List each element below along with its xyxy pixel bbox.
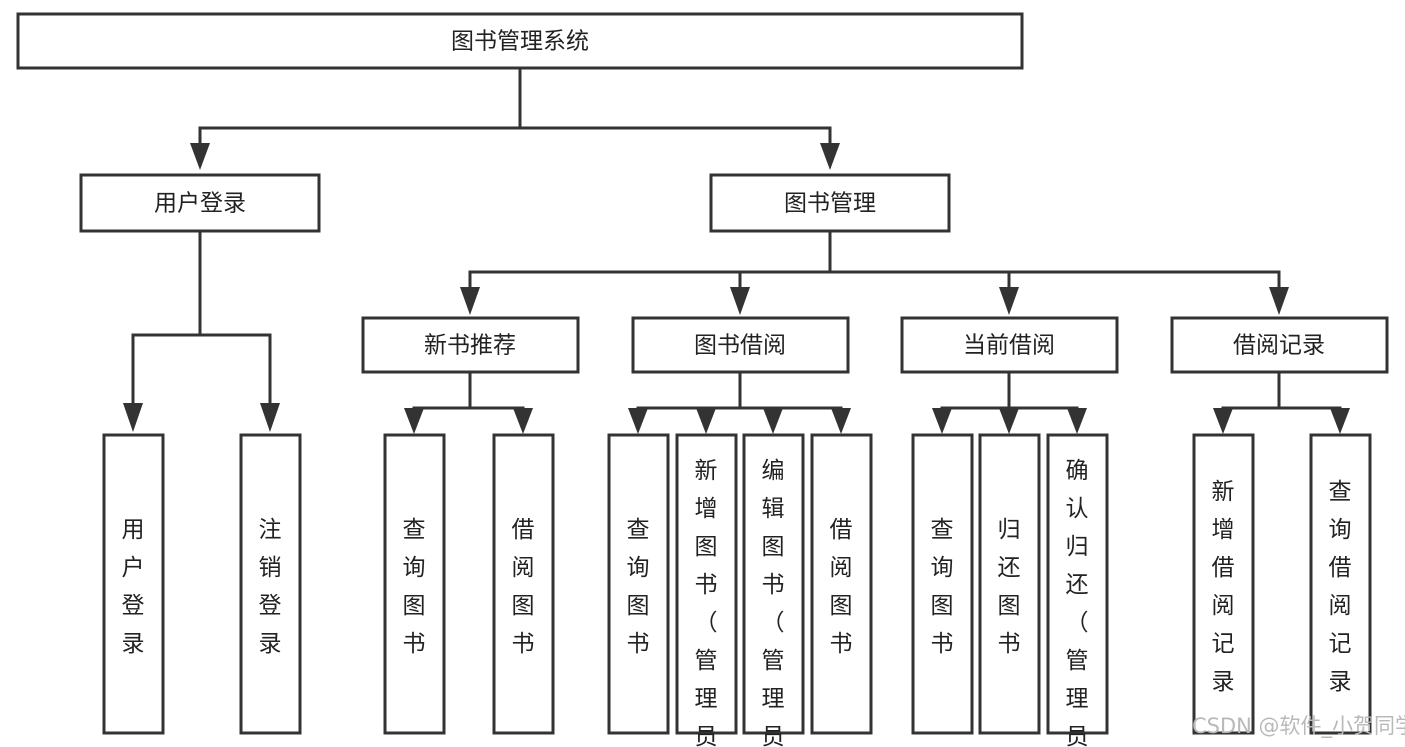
node-label-leaf-6: 新增图书（管理员） <box>695 458 718 747</box>
arrow-current-to-leaf10 <box>999 408 1019 434</box>
node-leaf-7[interactable]: 编辑图书（管理员） <box>742 433 805 747</box>
node-leaf-11[interactable]: 确认归还（管理员） <box>1046 433 1109 747</box>
arrow-bookmgmt-to-newbook <box>460 287 480 315</box>
node-box-leaf-2[interactable] <box>239 433 302 735</box>
node-current[interactable]: 当前借阅 <box>900 316 1119 374</box>
node-box-leaf-10[interactable] <box>978 433 1041 735</box>
node-label-leaf-8: 借阅图书 <box>830 517 853 657</box>
node-box-newbook[interactable] <box>361 316 580 374</box>
arrow-borrow-to-leaf5 <box>628 408 648 434</box>
node-box-leaf-13[interactable] <box>1309 433 1372 735</box>
node-borrow[interactable]: 图书借阅 <box>631 316 850 374</box>
node-box-borrow[interactable] <box>631 316 850 374</box>
node-box-leaf-6[interactable] <box>675 433 738 735</box>
node-box-root[interactable] <box>16 12 1024 70</box>
node-label-bookmgmt: 图书管理 <box>784 191 876 217</box>
arrow-root-to-login <box>190 143 210 170</box>
node-box-leaf-9[interactable] <box>911 433 974 735</box>
arrow-records-to-leaf12 <box>1213 408 1233 434</box>
node-box-leaf-5[interactable] <box>607 433 670 735</box>
arrow-borrow-to-leaf8 <box>831 408 851 434</box>
arrow-bookmgmt-to-borrow <box>730 287 750 315</box>
node-box-current[interactable] <box>900 316 1119 374</box>
node-label-leaf-3: 查询图书 <box>403 517 426 657</box>
node-box-leaf-12[interactable] <box>1192 433 1255 735</box>
node-label-leaf-4: 借阅图书 <box>512 517 535 657</box>
node-leaf-4[interactable]: 借阅图书 <box>492 433 555 735</box>
node-label-leaf-10: 归还图书 <box>998 517 1021 657</box>
arrow-login-to-leaf2 <box>260 403 280 432</box>
arrow-borrow-to-leaf7 <box>763 408 783 434</box>
node-label-records: 借阅记录 <box>1233 333 1325 359</box>
node-leaf-13[interactable]: 查询借阅记录 <box>1309 433 1372 735</box>
arrow-bookmgmt-to-current <box>999 287 1019 315</box>
node-records[interactable]: 借阅记录 <box>1170 316 1389 374</box>
node-label-leaf-12: 新增借阅记录 <box>1212 479 1235 695</box>
node-label-leaf-1: 用户登录 <box>122 517 145 657</box>
node-box-login[interactable] <box>79 173 321 233</box>
node-box-leaf-8[interactable] <box>810 433 873 735</box>
arrow-newbook-to-leaf4 <box>513 408 533 434</box>
node-label-borrow: 图书借阅 <box>694 333 786 359</box>
node-box-leaf-7[interactable] <box>742 433 805 735</box>
node-box-leaf-4[interactable] <box>492 433 555 735</box>
node-leaf-3[interactable]: 查询图书 <box>383 433 446 735</box>
node-box-leaf-11[interactable] <box>1046 433 1109 735</box>
node-leaf-2[interactable]: 注销登录 <box>239 433 302 735</box>
node-label-newbook: 新书推荐 <box>424 333 516 359</box>
node-bookmgmt[interactable]: 图书管理 <box>709 173 951 233</box>
node-box-records[interactable] <box>1170 316 1389 374</box>
arrow-root-to-bookmgmt <box>820 143 840 170</box>
node-leaf-8[interactable]: 借阅图书 <box>810 433 873 735</box>
edge-layer <box>123 66 1350 434</box>
node-leaf-5[interactable]: 查询图书 <box>607 433 670 735</box>
arrow-login-to-leaf1 <box>123 403 143 432</box>
node-newbook[interactable]: 新书推荐 <box>361 316 580 374</box>
node-leaf-12[interactable]: 新增借阅记录 <box>1192 433 1255 735</box>
node-label-leaf-13: 查询借阅记录 <box>1329 479 1352 695</box>
node-box-leaf-3[interactable] <box>383 433 446 735</box>
node-label-leaf-2: 注销登录 <box>259 517 282 657</box>
node-box-bookmgmt[interactable] <box>709 173 951 233</box>
node-label-leaf-5: 查询图书 <box>627 517 650 657</box>
node-label-leaf-7: 编辑图书（管理员） <box>762 458 785 747</box>
node-box-leaf-1[interactable] <box>102 433 165 735</box>
node-root[interactable]: 图书管理系统 <box>16 12 1024 70</box>
arrow-records-to-leaf13 <box>1330 408 1350 434</box>
arrow-current-to-leaf9 <box>932 408 952 434</box>
node-label-leaf-9: 查询图书 <box>931 517 954 657</box>
watermark-label: CSDN @软件_小贺同学 <box>1192 714 1405 739</box>
node-label-root: 图书管理系统 <box>451 29 589 55</box>
node-label-login: 用户登录 <box>154 191 246 217</box>
node-leaf-6[interactable]: 新增图书（管理员） <box>675 433 738 747</box>
node-leaf-9[interactable]: 查询图书 <box>911 433 974 735</box>
node-leaf-1[interactable]: 用户登录 <box>102 433 165 735</box>
node-label-current: 当前借阅 <box>963 333 1055 359</box>
arrow-newbook-to-leaf3 <box>404 408 424 434</box>
node-leaf-10[interactable]: 归还图书 <box>978 433 1041 735</box>
node-login[interactable]: 用户登录 <box>79 173 321 233</box>
arrow-bookmgmt-to-records <box>1269 287 1289 315</box>
node-label-leaf-11: 确认归还（管理员） <box>1066 458 1089 747</box>
arrow-borrow-to-leaf6 <box>696 408 716 434</box>
arrow-current-to-leaf11 <box>1067 408 1087 434</box>
